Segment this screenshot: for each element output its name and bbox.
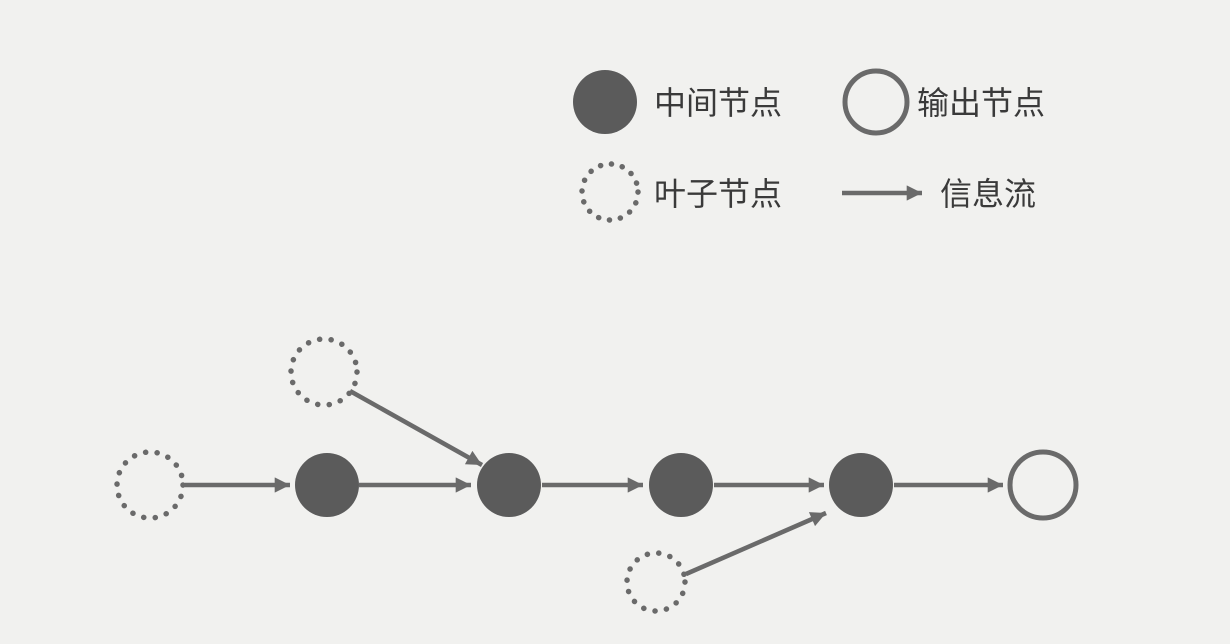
edges [185, 389, 1003, 577]
legend-leaf-node-icon [579, 161, 641, 223]
legend-leaf-node-label: 叶子节点 [654, 175, 782, 213]
legend-output-node-label: 输出节点 [917, 84, 1045, 122]
legend-intermediate-node-icon [573, 70, 637, 134]
legend-intermediate-node-label: 中间节点 [654, 84, 782, 122]
intermediate-node [295, 453, 359, 517]
leaf-node [288, 336, 360, 408]
edge-leaf-2-to-mid-2 [348, 389, 484, 467]
leaf-node [624, 550, 688, 614]
output-node [1007, 449, 1079, 521]
legend-info-flow-label: 信息流 [940, 175, 1036, 213]
nodes [114, 336, 1079, 614]
legend: 中间节点 输出节点 叶子节点 信息流 [573, 68, 1045, 223]
edge-leaf-3-to-mid-4 [685, 510, 827, 577]
legend-output-node-icon [842, 68, 910, 136]
leaf-node [114, 449, 186, 521]
intermediate-node [829, 453, 893, 517]
intermediate-node [477, 453, 541, 517]
intermediate-node [649, 453, 713, 517]
